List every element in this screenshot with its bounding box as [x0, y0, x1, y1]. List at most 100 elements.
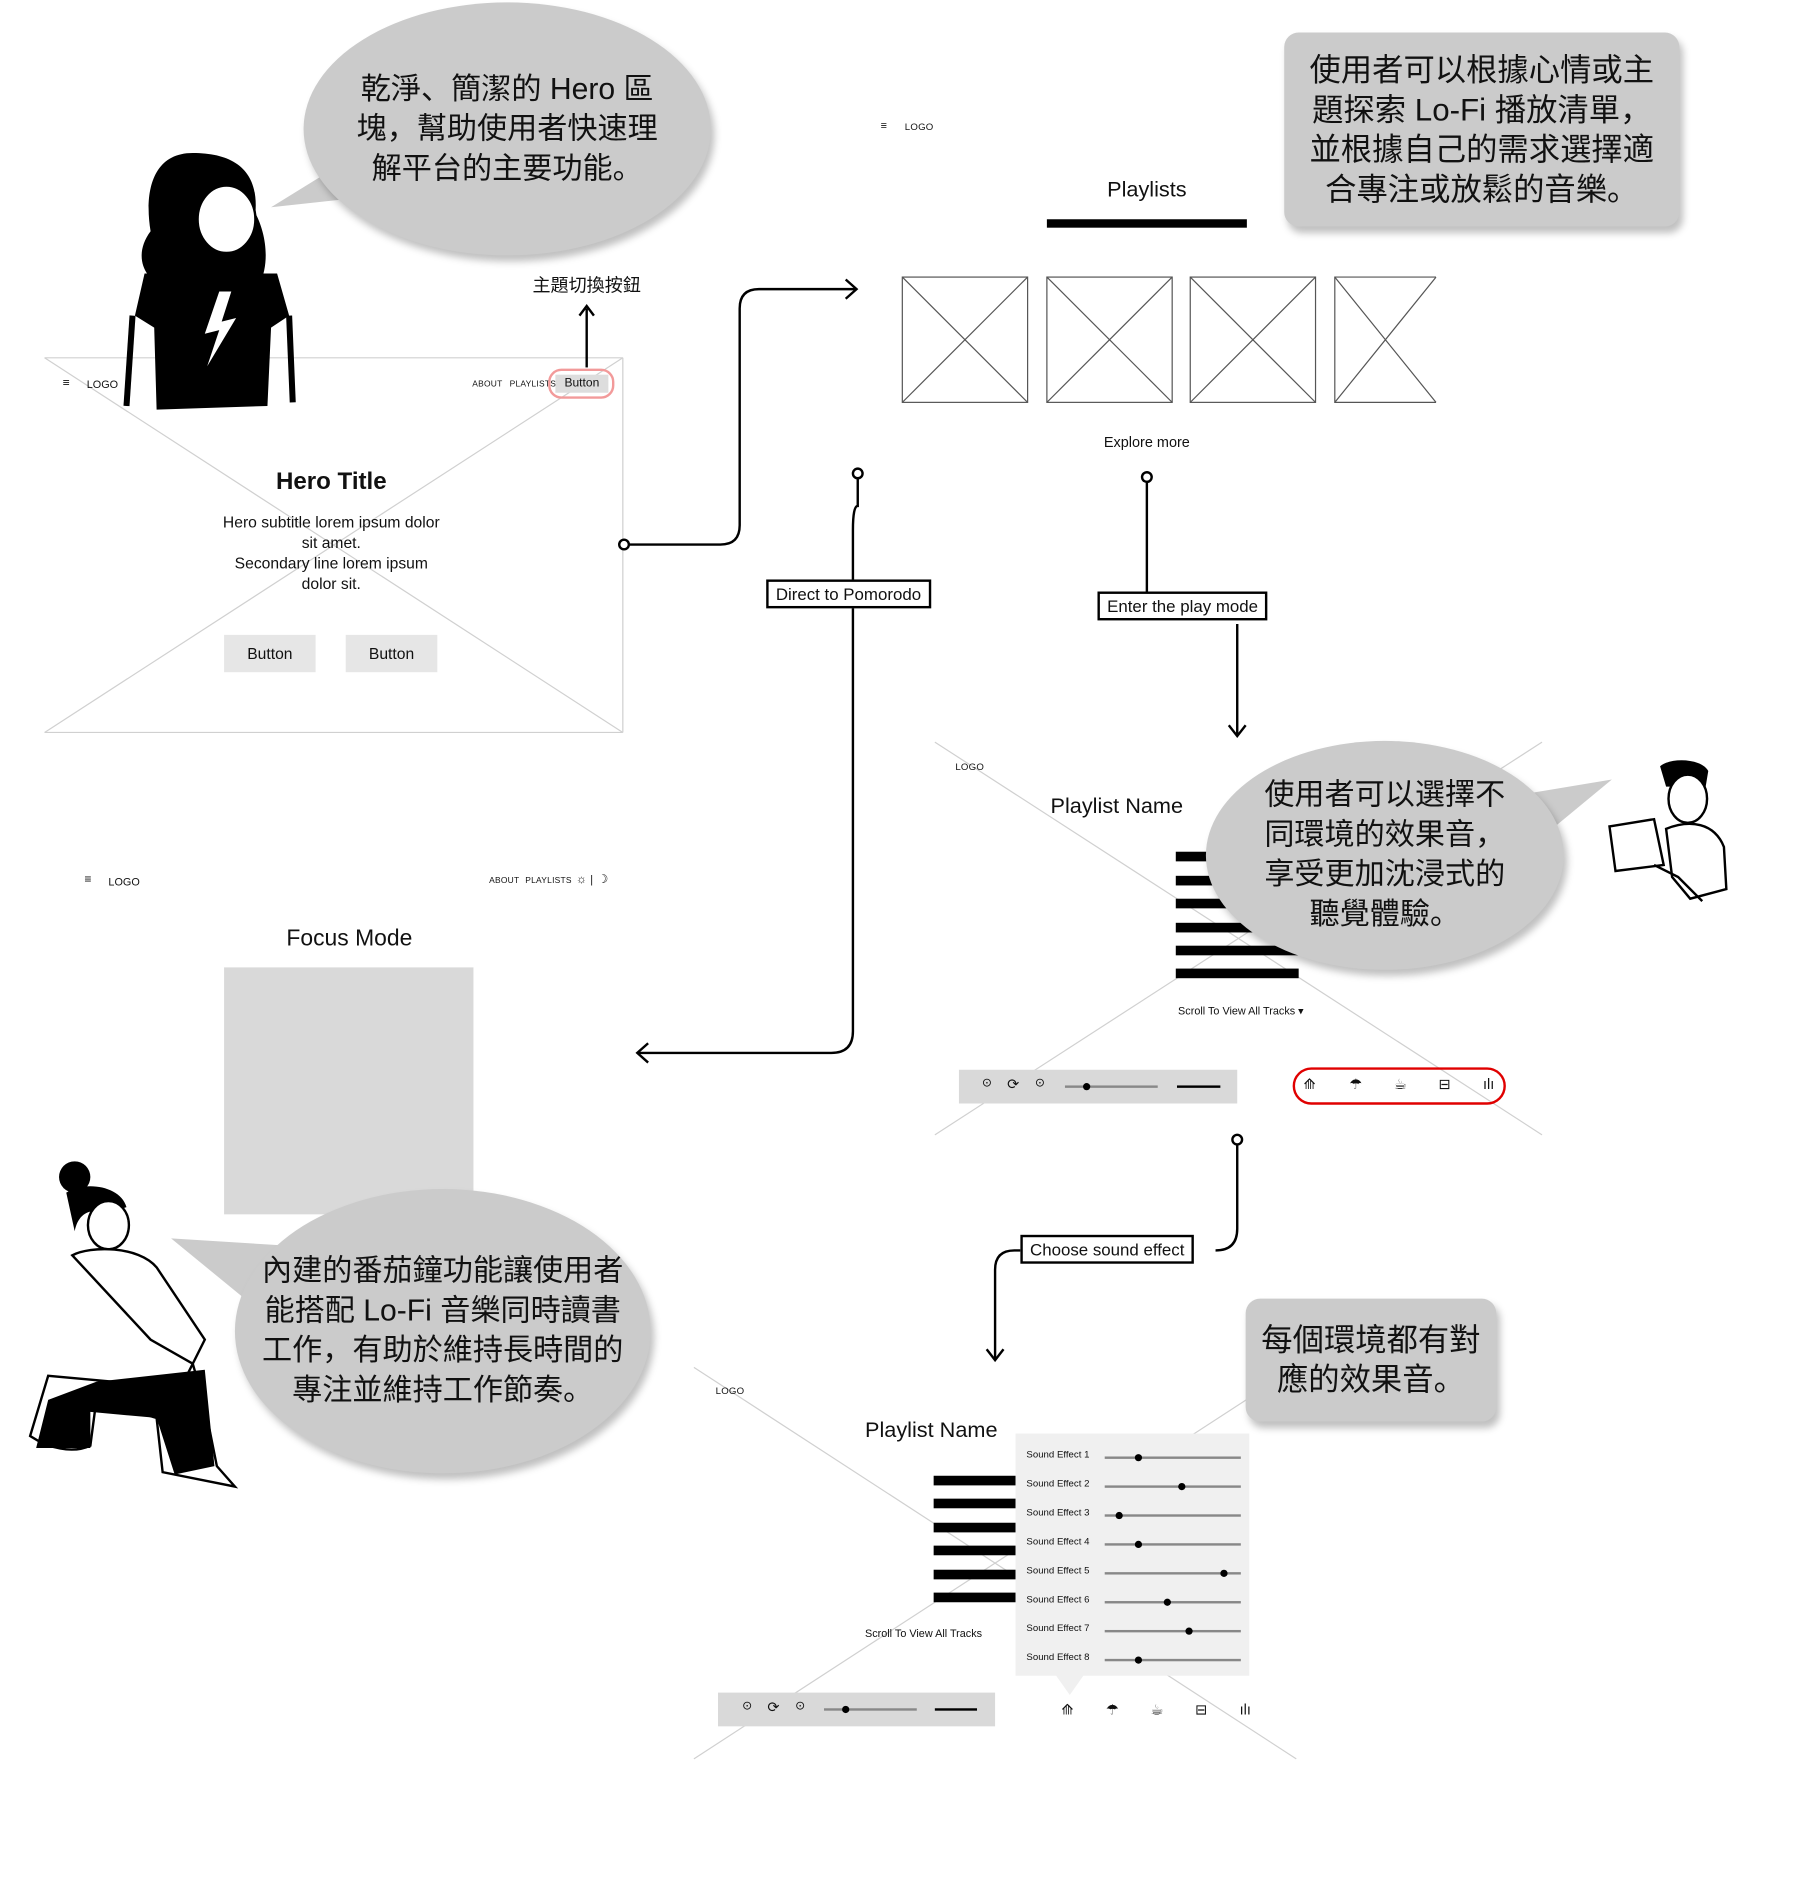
slider-knob[interactable] [1163, 1598, 1171, 1606]
toggle-divider: | [590, 873, 594, 886]
slider-knob[interactable] [1220, 1569, 1229, 1577]
player-bar: ⊙ ⟳ ⊙ [718, 1692, 996, 1727]
coffee-cup-icon[interactable]: ☕ [1150, 1701, 1164, 1718]
sound-effect-label: Sound Effect 1 [1026, 1449, 1090, 1461]
bubble-line: 塊，幫助使用者快速理 [356, 111, 658, 146]
theme-toggle-annotation: 主題切換按鈕 [532, 275, 641, 297]
logo: LOGO [86, 378, 119, 391]
slider-knob[interactable] [1185, 1627, 1193, 1635]
play-icon[interactable]: ⟳ [1007, 1075, 1020, 1093]
bubble-line: 使用者可以選擇不 [1264, 778, 1506, 812]
subtitle-line: dolor sit. [301, 574, 361, 593]
hero-primary-button[interactable]: Button [224, 634, 316, 673]
track-row[interactable] [1175, 945, 1299, 956]
hero-secondary-button[interactable]: Button [345, 634, 438, 673]
menu-icon[interactable]: ≡ [84, 873, 92, 887]
sound-effect-label: Sound Effect 2 [1026, 1478, 1090, 1490]
moon-icon[interactable]: ☽ [597, 873, 609, 887]
track-row[interactable] [933, 1592, 1016, 1603]
sound-effect-slider[interactable] [1104, 1656, 1241, 1664]
bubble-line: 內建的番茄鐘功能讓使用者 [262, 1254, 624, 1288]
sound-wave-icon[interactable]: ılı [1482, 1075, 1495, 1093]
track-row[interactable] [1175, 968, 1299, 979]
nav-about[interactable]: ABOUT [489, 877, 520, 886]
sound-effect-label: Sound Effect 4 [1026, 1535, 1090, 1547]
sound-effect-label: Sound Effect 8 [1026, 1651, 1090, 1663]
flow-label-choose-sound: Choose sound effect [1020, 1234, 1195, 1264]
explore-more-link[interactable]: Explore more [1103, 433, 1190, 451]
forest-icon[interactable]: ⟰ [1061, 1701, 1074, 1718]
progress-slider[interactable] [1064, 1083, 1158, 1091]
track-row[interactable] [933, 1522, 1016, 1533]
scroll-hint[interactable]: Scroll To View All Tracks ▾ [1178, 1004, 1304, 1017]
track-row[interactable] [933, 1569, 1016, 1580]
prev-icon[interactable]: ⊙ [742, 1699, 753, 1714]
umbrella-rain-icon[interactable]: ☂ [1105, 1701, 1119, 1718]
train-icon[interactable]: ⊟ [1195, 1701, 1208, 1718]
sound-effect-row: Sound Effect 8 [1016, 1648, 1250, 1672]
slider-knob[interactable] [1135, 1454, 1143, 1462]
next-icon[interactable]: ⊙ [795, 1699, 806, 1714]
sound-effect-row: Sound Effect 3 [1016, 1503, 1250, 1527]
track-row[interactable] [933, 1498, 1016, 1509]
sound-effect-slider[interactable] [1104, 1627, 1241, 1635]
sound-effect-row: Sound Effect 5 [1016, 1561, 1250, 1585]
progress-knob[interactable] [1082, 1083, 1090, 1091]
next-icon[interactable]: ⊙ [1034, 1077, 1045, 1091]
man-with-laptop-illustration [1608, 760, 1728, 902]
theme-toggle-button[interactable]: Button [555, 374, 609, 393]
play-icon[interactable]: ⟳ [767, 1698, 780, 1716]
pomodoro-timer-placeholder [224, 967, 474, 1215]
slider-knob[interactable] [1135, 1540, 1143, 1549]
bubble-line: 能搭配 Lo-Fi 音樂同時讀書 [264, 1293, 621, 1328]
scroll-hint[interactable]: Scroll To View All Tracks [864, 1627, 983, 1640]
playlist-title: Playlist Name [1050, 793, 1184, 818]
slider-knob[interactable] [1116, 1511, 1124, 1520]
bubble-line: 聽覺體驗。 [1309, 897, 1461, 932]
sound-wave-icon[interactable]: ılı [1239, 1701, 1251, 1718]
sound-effect-slider[interactable] [1104, 1598, 1241, 1606]
progress-knob[interactable] [841, 1705, 849, 1714]
track-row[interactable] [1175, 922, 1299, 933]
callout-line: 使用者可以根據心情或主 [1309, 51, 1655, 88]
slider-knob[interactable] [1135, 1656, 1143, 1664]
track-row[interactable] [933, 1545, 1016, 1556]
sound-effect-row: Sound Effect 4 [1016, 1532, 1250, 1556]
sound-effect-label: Sound Effect 6 [1026, 1593, 1090, 1605]
nav-playlists[interactable]: PLAYLISTS [509, 380, 557, 390]
slider-knob[interactable] [1178, 1482, 1186, 1491]
sound-effect-slider[interactable] [1104, 1482, 1241, 1491]
train-icon[interactable]: ⊟ [1438, 1075, 1451, 1093]
menu-icon[interactable]: ≡ [880, 119, 887, 132]
playlists-title: Playlists [1107, 177, 1187, 202]
logo: LOGO [108, 875, 140, 888]
bubble-line: 解平台的主要功能。 [371, 151, 643, 185]
hero-title: Hero Title [275, 468, 387, 496]
flow-label-direct-pomodoro: Direct to Pomorodo [766, 579, 931, 609]
umbrella-rain-icon[interactable]: ☂ [1349, 1075, 1363, 1093]
sound-effect-slider[interactable] [1104, 1511, 1241, 1520]
playlist-title: Playlist Name [864, 1417, 998, 1443]
sound-effect-label: Sound Effect 3 [1026, 1507, 1090, 1518]
sound-effect-slider[interactable] [1104, 1540, 1241, 1549]
flow-label-enter-play: Enter the play mode [1097, 591, 1268, 621]
forest-icon[interactable]: ⟰ [1303, 1075, 1316, 1093]
nav-playlists[interactable]: PLAYLISTS [525, 877, 572, 886]
volume-line[interactable] [1176, 1085, 1221, 1088]
track-row[interactable] [933, 1475, 1016, 1486]
volume-line[interactable] [934, 1708, 978, 1711]
sound-effect-slider[interactable] [1104, 1454, 1241, 1462]
logo: LOGO [955, 761, 985, 773]
progress-slider[interactable] [824, 1705, 917, 1714]
subtitle-line: Secondary line lorem ipsum [234, 554, 428, 573]
menu-icon[interactable]: ≡ [62, 377, 70, 391]
playlist-thumbnails [901, 276, 1437, 403]
sound-effect-slider[interactable] [1104, 1569, 1241, 1577]
coffee-cup-icon[interactable]: ☕ [1393, 1075, 1407, 1093]
nav-about[interactable]: ABOUT [472, 380, 503, 390]
prev-icon[interactable]: ⊙ [981, 1077, 992, 1091]
sound-effect-label: Sound Effect 7 [1026, 1622, 1090, 1634]
sun-icon[interactable]: ☼ [575, 873, 587, 887]
speech-bubble-hero: 乾淨、簡潔的 Hero 區 塊，幫助使用者快速理 解平台的主要功能。 [303, 2, 711, 256]
